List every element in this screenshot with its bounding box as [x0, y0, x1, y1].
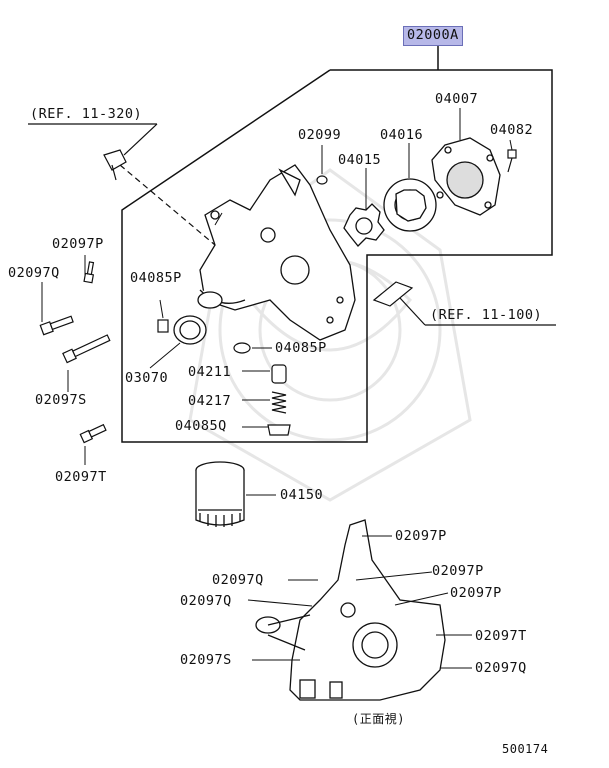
part-label-02097P-left[interactable]: 02097P — [52, 236, 104, 252]
part-label-02097T-front[interactable]: 02097T — [475, 628, 527, 644]
o-ring-icon — [316, 175, 328, 185]
outer-gear-icon — [383, 178, 437, 232]
screw-04082-icon — [507, 149, 517, 173]
part-label-02097S-front[interactable]: 02097S — [180, 652, 232, 668]
part-label-02099[interactable]: 02099 — [298, 127, 342, 143]
part-label-04016[interactable]: 04016 — [380, 127, 424, 143]
oil-pump-housing-icon — [197, 164, 356, 341]
part-label-04217[interactable]: 04217 — [188, 393, 232, 409]
part-label-02097P-front-mid[interactable]: 02097P — [432, 563, 484, 579]
part-label-04007[interactable]: 04007 — [435, 91, 479, 107]
ref-11-100-label[interactable]: (REF. 11-100) — [430, 307, 543, 323]
ref-mid-leader — [372, 281, 556, 326]
front-view-housing-icon — [255, 519, 446, 701]
part-label-04085P-lower[interactable]: 04085P — [275, 340, 327, 356]
part-label-02097S-left[interactable]: 02097S — [35, 392, 87, 408]
spring-icon — [271, 391, 287, 414]
front-view-leaders — [247, 535, 472, 669]
part-label-02097Q-front-c[interactable]: 02097Q — [475, 660, 527, 676]
pipe-clip-icon — [103, 149, 127, 181]
assembly-part-number[interactable]: 02000A — [403, 26, 463, 46]
left-leaders — [41, 255, 86, 465]
part-label-04082[interactable]: 04082 — [490, 122, 534, 138]
ref-top-leader — [28, 123, 216, 246]
part-label-04211[interactable]: 04211 — [188, 364, 232, 380]
part-label-02097Q-front-a[interactable]: 02097Q — [212, 572, 264, 588]
part-label-04015[interactable]: 04015 — [338, 152, 382, 168]
part-label-04150[interactable]: 04150 — [280, 487, 324, 503]
part-label-02097P-front-low[interactable]: 02097P — [450, 585, 502, 601]
bolt-icon — [39, 261, 111, 444]
part-label-03070[interactable]: 03070 — [125, 370, 169, 386]
plug-icon — [157, 319, 291, 436]
oil-filter-icon — [195, 461, 245, 527]
part-label-02097Q-left[interactable]: 02097Q — [8, 265, 60, 281]
part-label-04085P-upper[interactable]: 04085P — [130, 270, 182, 286]
pump-cover-icon — [431, 137, 501, 216]
part-label-02097Q-front-b[interactable]: 02097Q — [180, 593, 232, 609]
part-label-04085Q[interactable]: 04085Q — [175, 418, 227, 434]
part-label-02097T-left[interactable]: 02097T — [55, 469, 107, 485]
diagram-number: 500174 — [502, 742, 549, 756]
part-label-02097P-front-top[interactable]: 02097P — [395, 528, 447, 544]
ref-11-320-label[interactable]: (REF. 11-320) — [30, 106, 143, 122]
seal-ring-icon — [173, 315, 207, 345]
inner-gear-icon — [343, 203, 385, 247]
box-leaders — [149, 108, 513, 428]
view-caption: (正面視) — [352, 712, 405, 726]
